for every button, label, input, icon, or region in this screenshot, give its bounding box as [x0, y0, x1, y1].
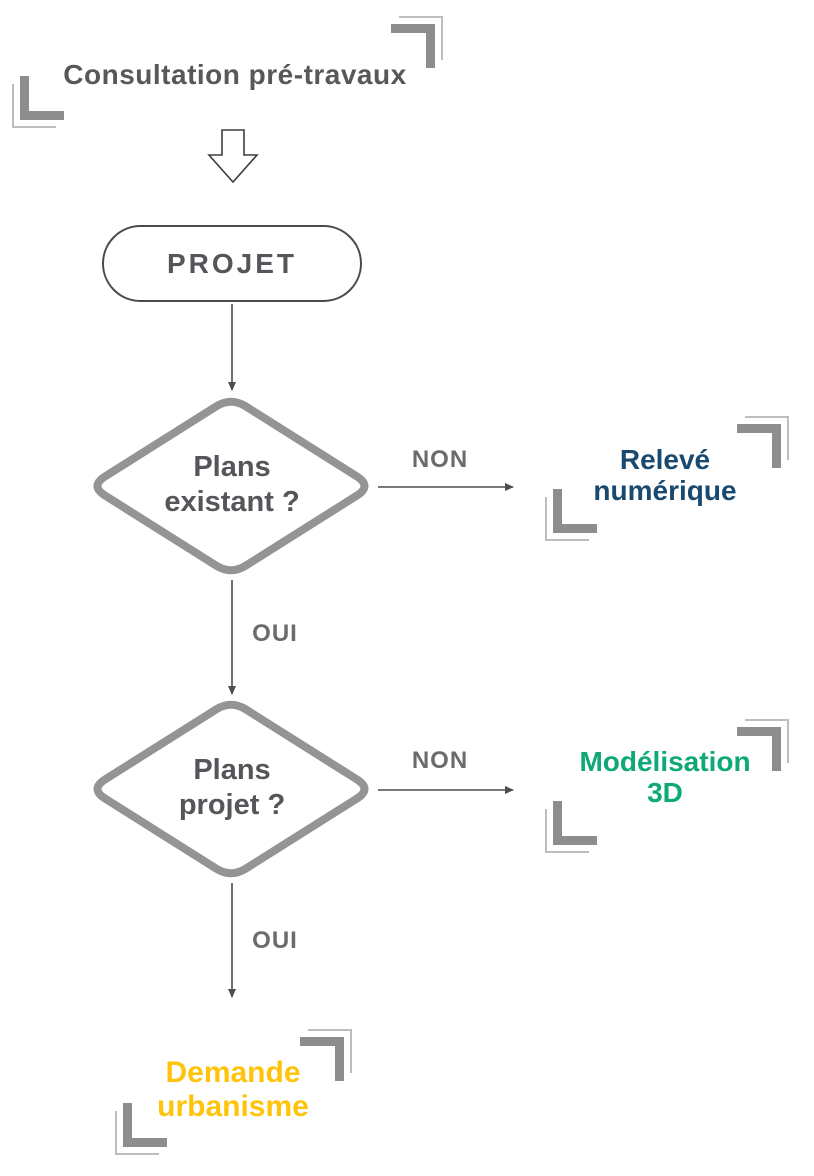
corner-bracket-icon: [545, 489, 597, 541]
decision2-no-label: NON: [411, 747, 469, 774]
decision2-node: Plans projet ?: [132, 753, 332, 823]
decision1-node: Plans existant ?: [132, 450, 332, 520]
outcome2-line2: 3D: [647, 777, 683, 808]
outcome1-line2: numérique: [593, 475, 737, 506]
decision1-question-line2: existant ?: [164, 486, 300, 518]
start-node-label: PROJET: [166, 247, 298, 279]
corner-bracket-icon: [737, 416, 789, 468]
decision2-yes-label: OUI: [252, 927, 298, 954]
decision1-yes-label: OUI: [252, 620, 298, 647]
outcome-demande-urbanisme: Demande urbanisme: [93, 1056, 373, 1124]
corner-bracket-icon: [12, 76, 64, 128]
outcome3-line2: urbanisme: [157, 1090, 309, 1123]
outcome3-line1: Demande: [165, 1056, 301, 1089]
corner-bracket-icon: [737, 719, 789, 771]
corner-bracket-icon: [115, 1103, 167, 1155]
decision1-question-line1: Plans: [193, 451, 271, 483]
outcome2-line1: Modélisation: [579, 746, 751, 777]
outcome-releve-numerique: Relevé numérique: [525, 444, 805, 506]
corner-bracket-icon: [300, 1029, 352, 1081]
outcome-modelisation-3d: Modélisation 3D: [520, 746, 810, 808]
page-title: Consultation pré-travaux: [63, 59, 407, 90]
corner-bracket-icon: [545, 801, 597, 853]
decision2-question-line1: Plans: [193, 754, 271, 786]
start-node-projet: PROJET: [102, 225, 362, 302]
decision2-question-line2: projet ?: [178, 789, 286, 821]
corner-bracket-icon: [391, 16, 443, 68]
outcome1-line1: Relevé: [619, 444, 711, 475]
decision1-no-label: NON: [411, 446, 469, 473]
down-arrow-icon: [207, 129, 259, 184]
